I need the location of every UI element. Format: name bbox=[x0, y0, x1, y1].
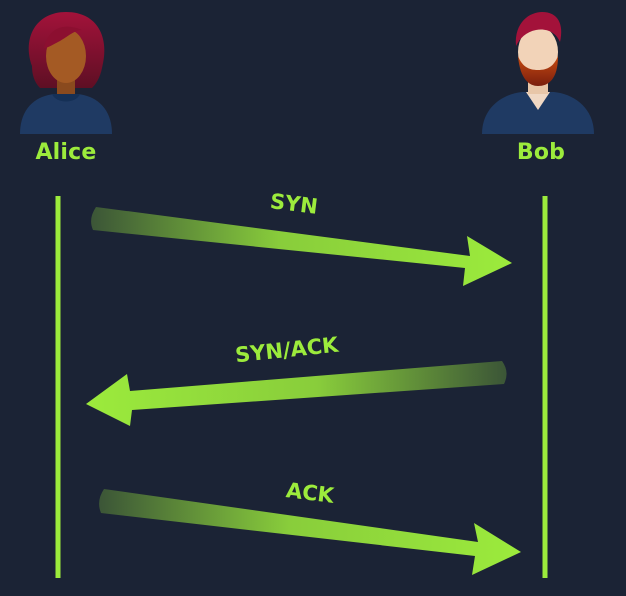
syn-ack-arrow bbox=[86, 361, 507, 426]
participant-alice-label: Alice bbox=[35, 140, 97, 165]
participant-bob-label: Bob bbox=[516, 140, 566, 165]
bob-avatar bbox=[482, 12, 594, 134]
ack-arrow bbox=[99, 489, 522, 575]
alice-avatar bbox=[20, 12, 112, 134]
syn-arrow bbox=[91, 207, 513, 286]
